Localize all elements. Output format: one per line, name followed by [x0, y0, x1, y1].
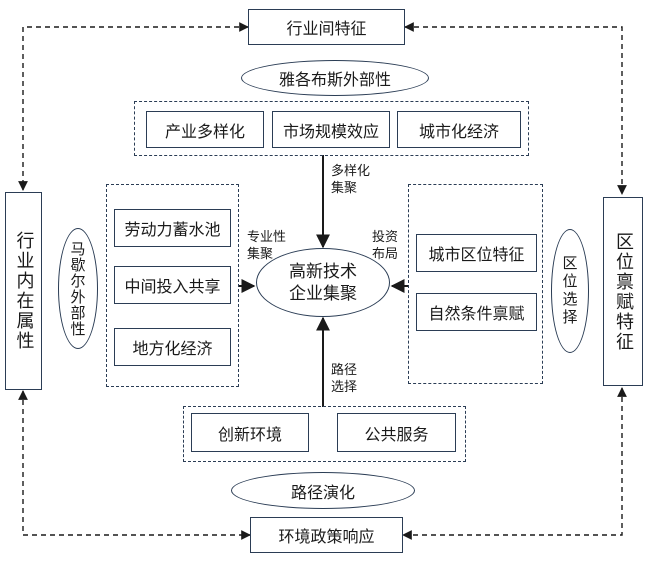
hightech-cluster-label: 高新技术 企业集聚	[289, 261, 357, 304]
bottom-group	[183, 406, 466, 462]
right-group-item: 自然条件禀赋	[416, 293, 537, 331]
location-choice-label: 区位选择	[560, 255, 579, 327]
marshall-externality-ellipse: 马歇尔外部性	[58, 228, 98, 349]
left-group	[106, 184, 239, 387]
industry-attribute-label: 行业内在属性	[13, 231, 35, 351]
top-group-item-label: 城市化经济	[418, 121, 499, 141]
industry-attribute-box: 行业内在属性	[5, 192, 42, 390]
jacobs-externality-ellipse: 雅各布斯外部性	[241, 60, 429, 96]
top-group	[134, 101, 529, 156]
loop-bottom-right	[402, 387, 627, 540]
top-group-item: 市场规模效应	[272, 111, 390, 148]
left-group-item: 中间投入共享	[114, 266, 231, 304]
investment-layout-label: 投资 布局	[372, 230, 399, 262]
inter-industry-box: 行业间特征	[248, 9, 405, 45]
diversified-agglomeration-label: 多样化 集聚	[331, 164, 371, 196]
top-group-item: 产业多样化	[146, 111, 264, 148]
path-evolution-label: 路径演化	[290, 482, 355, 502]
left-group-item: 地方化经济	[114, 328, 231, 366]
inter-industry-label: 行业间特征	[286, 19, 367, 38]
environmental-policy-box: 环境政策响应	[250, 517, 403, 553]
right-group-item-label: 城市区位特征	[428, 245, 525, 264]
environmental-policy-label: 环境政策响应	[278, 527, 375, 546]
location-choice-ellipse: 区位选择	[551, 229, 589, 353]
marshall-externality-label: 马歇尔外部性	[68, 240, 87, 337]
bottom-group-item-label: 创新环境	[217, 424, 282, 444]
top-group-item: 城市化经济	[397, 111, 521, 148]
right-group-item-label: 自然条件禀赋	[428, 304, 525, 323]
bottom-group-item: 创新环境	[191, 413, 309, 452]
left-group-item-label: 中间投入共享	[124, 277, 221, 296]
right-group	[408, 184, 543, 384]
right-group-item: 城市区位特征	[416, 234, 537, 272]
top-group-item-label: 市场规模效应	[282, 121, 379, 141]
specialized-agglomeration-label: 专业性 集聚	[247, 230, 287, 262]
jacobs-externality-label: 雅各布斯外部性	[278, 70, 391, 89]
left-group-item: 劳动力蓄水池	[114, 209, 231, 247]
bottom-group-item: 公共服务	[337, 413, 456, 452]
path-selection-label: 路径 选择	[331, 363, 358, 395]
left-group-item-label: 劳动力蓄水池	[124, 220, 221, 239]
loop-top-left	[18, 22, 249, 191]
path-evolution-ellipse: 路径演化	[231, 472, 415, 509]
location-endowment-label: 区位禀赋特征	[613, 231, 634, 352]
top-group-item-label: 产业多样化	[164, 121, 245, 141]
left-group-item-label: 地方化经济	[132, 339, 213, 358]
hightech-cluster-ellipse: 高新技术 企业集聚	[256, 248, 390, 317]
loop-bottom-left	[18, 390, 251, 540]
bottom-group-item-label: 公共服务	[364, 424, 429, 444]
loop-top-right	[404, 22, 627, 195]
location-endowment-box: 区位禀赋特征	[603, 197, 643, 386]
